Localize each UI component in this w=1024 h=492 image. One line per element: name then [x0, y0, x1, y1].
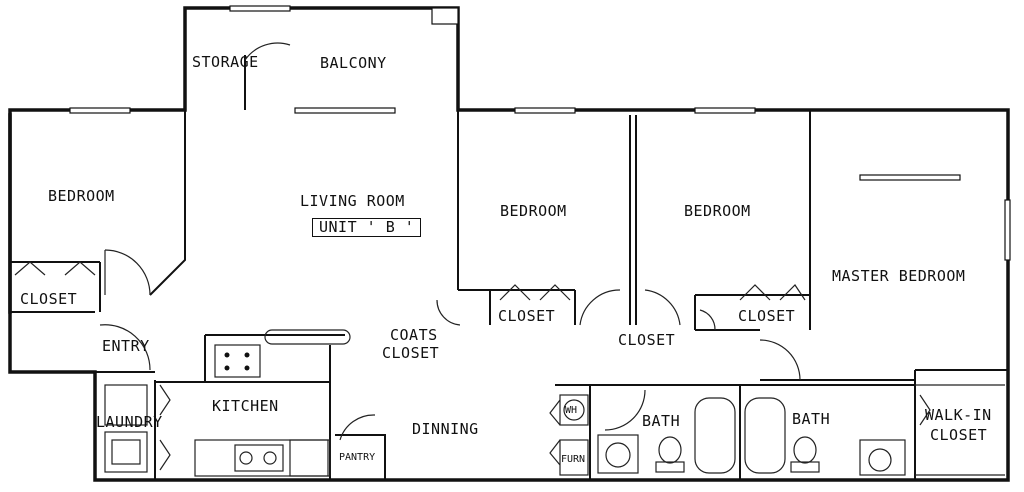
room-label-kitchen: KITCHEN	[212, 397, 279, 415]
room-label-laundry: LAUNDRY	[96, 413, 163, 431]
kitchen-fixtures	[104, 329, 351, 477]
room-label-closet-right: CLOSET	[738, 307, 796, 325]
room-label-balcony: BALCONY	[320, 54, 387, 72]
room-label-coats-closet-1: COATS	[390, 326, 438, 344]
room-label-closet-mid: CLOSET	[498, 307, 556, 325]
unit-label: UNIT ' B '	[312, 218, 422, 237]
bath-fixtures	[559, 384, 1005, 476]
label-furnace: FURN	[561, 454, 586, 465]
room-label-storage: STORAGE	[192, 53, 259, 71]
interior-walls	[10, 7, 1008, 480]
room-label-walk-in-1: WALK-IN	[925, 406, 992, 424]
room-label-closet-left: CLOSET	[20, 290, 78, 308]
room-label-entry: ENTRY	[102, 337, 150, 355]
room-label-walk-in-2: CLOSET	[930, 426, 988, 444]
room-label-dinning: DINNING	[412, 420, 479, 438]
room-label-coats-closet-2: CLOSET	[382, 344, 440, 362]
room-label-bath-1: BATH	[642, 412, 681, 430]
room-label-closet-hall: CLOSET	[618, 331, 676, 349]
exterior-walls	[8, 6, 1010, 482]
room-label-pantry: PANTRY	[339, 452, 376, 463]
room-label-bedroom-left: BEDROOM	[48, 187, 115, 205]
windows	[69, 5, 1011, 261]
room-label-master-bedroom: MASTER BEDROOM	[832, 267, 966, 285]
door-swings	[99, 42, 801, 441]
label-water-heater: WH	[565, 405, 578, 416]
closet-doors	[14, 261, 931, 471]
room-label-bedroom-right: BEDROOM	[684, 202, 751, 220]
room-label-bath-2: BATH	[792, 410, 831, 428]
room-label-bedroom-mid: BEDROOM	[500, 202, 567, 220]
room-label-living-room: LIVING ROOM	[300, 192, 405, 210]
